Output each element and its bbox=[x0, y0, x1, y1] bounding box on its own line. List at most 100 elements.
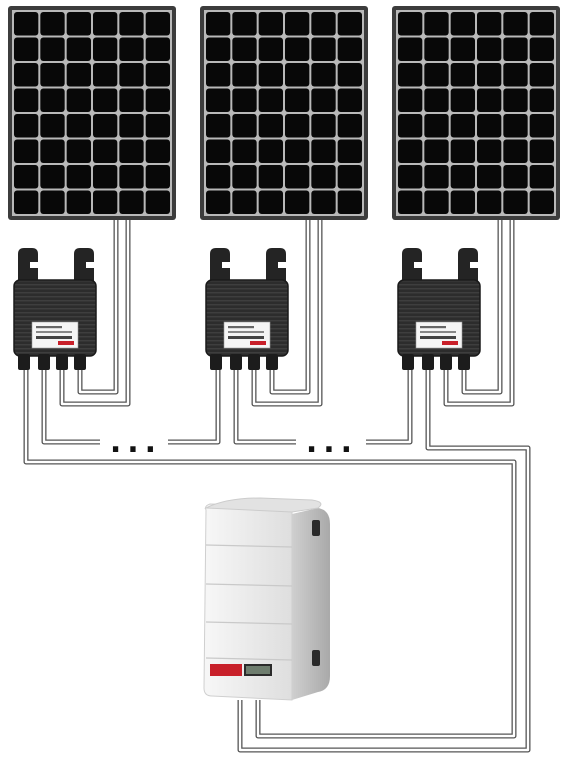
solar-cell bbox=[424, 139, 449, 163]
solar-cell bbox=[337, 63, 362, 87]
solar-cell bbox=[503, 190, 528, 214]
cable-connector-icon bbox=[266, 354, 278, 370]
solar-cell bbox=[206, 88, 231, 112]
inverter-front-panel bbox=[203, 503, 293, 701]
inverter-seams bbox=[205, 544, 293, 661]
solar-cell bbox=[398, 88, 423, 112]
solar-cell bbox=[337, 88, 362, 112]
solar-cell bbox=[311, 37, 336, 61]
power-optimizer bbox=[205, 248, 289, 370]
solar-cell bbox=[145, 165, 170, 189]
solar-cell bbox=[311, 12, 336, 36]
solar-cell bbox=[477, 190, 502, 214]
solar-cell bbox=[285, 190, 310, 214]
cable-connector-icon bbox=[422, 354, 434, 370]
solar-cell bbox=[258, 190, 283, 214]
solar-cell bbox=[311, 114, 336, 138]
solar-cell bbox=[477, 139, 502, 163]
solar-cell bbox=[337, 114, 362, 138]
solar-cell bbox=[14, 12, 39, 36]
cable-connector-icon bbox=[402, 354, 414, 370]
solar-cell bbox=[40, 63, 65, 87]
solar-cell bbox=[424, 88, 449, 112]
solar-cell bbox=[40, 139, 65, 163]
solar-cell bbox=[529, 63, 554, 87]
solar-cell bbox=[450, 190, 475, 214]
solar-cell bbox=[424, 190, 449, 214]
solar-cell bbox=[529, 190, 554, 214]
solar-panel bbox=[8, 6, 176, 220]
solar-cell bbox=[503, 139, 528, 163]
solar-cell bbox=[232, 190, 257, 214]
solar-cell bbox=[285, 139, 310, 163]
solar-cell bbox=[529, 139, 554, 163]
solar-cell bbox=[66, 165, 91, 189]
solar-cell bbox=[337, 165, 362, 189]
solar-cell bbox=[529, 114, 554, 138]
solar-cell bbox=[232, 63, 257, 87]
solar-cell bbox=[337, 37, 362, 61]
solar-cell bbox=[40, 114, 65, 138]
solar-cell bbox=[477, 37, 502, 61]
solar-cell bbox=[232, 114, 257, 138]
solar-cell bbox=[258, 88, 283, 112]
solar-cell bbox=[258, 114, 283, 138]
mounting-bracket-icon bbox=[458, 248, 478, 282]
solar-cell bbox=[40, 165, 65, 189]
solar-cell bbox=[529, 37, 554, 61]
cable-connector-icon bbox=[38, 354, 50, 370]
solar-cell bbox=[119, 114, 144, 138]
solar-cell bbox=[503, 88, 528, 112]
optimizer-group bbox=[13, 248, 481, 370]
solar-cell bbox=[258, 37, 283, 61]
dc-cable bbox=[168, 370, 221, 445]
solar-cell bbox=[40, 88, 65, 112]
solar-cell bbox=[450, 114, 475, 138]
solar-cell bbox=[14, 37, 39, 61]
solar-cell bbox=[14, 165, 39, 189]
string-continuation-ellipsis: ... bbox=[110, 425, 162, 460]
solar-cell bbox=[119, 12, 144, 36]
solar-cell bbox=[337, 190, 362, 214]
solar-cell bbox=[398, 12, 423, 36]
panel-group bbox=[8, 6, 560, 220]
solar-cell bbox=[119, 63, 144, 87]
solar-cell bbox=[450, 88, 475, 112]
solar-cell bbox=[477, 165, 502, 189]
solar-cell bbox=[398, 139, 423, 163]
solar-cell bbox=[450, 165, 475, 189]
solar-cell bbox=[145, 190, 170, 214]
solar-cell bbox=[477, 114, 502, 138]
solar-cell bbox=[311, 63, 336, 87]
solar-cell bbox=[311, 165, 336, 189]
solar-cell bbox=[40, 12, 65, 36]
solar-cell bbox=[285, 63, 310, 87]
solar-cell bbox=[14, 190, 39, 214]
solar-cell bbox=[40, 37, 65, 61]
solar-cell bbox=[529, 165, 554, 189]
solar-cell bbox=[424, 37, 449, 61]
inverter-side-panel bbox=[292, 508, 330, 700]
solar-cell bbox=[503, 165, 528, 189]
cable-connector-icon bbox=[74, 354, 86, 370]
solar-cell bbox=[424, 63, 449, 87]
solar-cell bbox=[145, 12, 170, 36]
solar-cell bbox=[450, 63, 475, 87]
solar-cell bbox=[206, 139, 231, 163]
solar-cell bbox=[477, 88, 502, 112]
solar-cell bbox=[14, 139, 39, 163]
solar-cell bbox=[503, 12, 528, 36]
cable-connector-icon bbox=[18, 354, 30, 370]
mounting-bracket-icon bbox=[74, 248, 94, 282]
solar-cell bbox=[145, 63, 170, 87]
power-optimizer bbox=[13, 248, 97, 370]
solar-cell bbox=[285, 12, 310, 36]
solar-cell bbox=[93, 37, 118, 61]
solar-cell bbox=[398, 190, 423, 214]
solar-cell bbox=[285, 88, 310, 112]
solar-cell bbox=[232, 165, 257, 189]
solar-cell bbox=[145, 37, 170, 61]
solar-cell bbox=[503, 114, 528, 138]
